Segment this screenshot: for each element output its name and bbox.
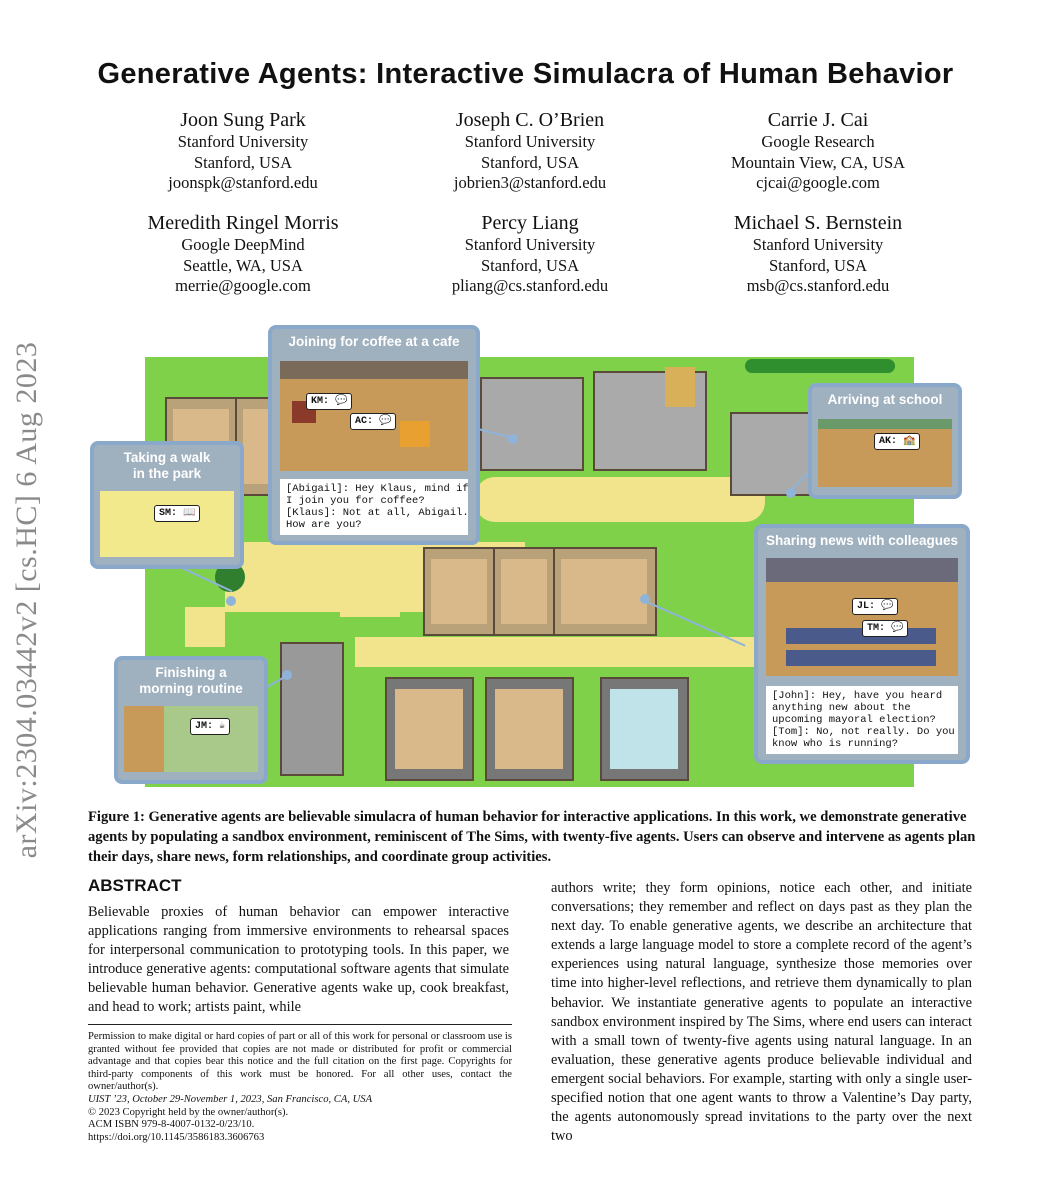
author-name: Percy Liang (481, 212, 579, 234)
footnote-rule (88, 1024, 512, 1025)
agent-bubble: JL: 💬 (852, 598, 899, 615)
author-location: Stanford, USA (480, 255, 580, 275)
author-email: cjcai@google.com (756, 173, 880, 192)
permission-notice: Permission to make digital or hard copie… (88, 1031, 512, 1093)
venue: UIST ’23, October 29-November 1, 2023, S… (88, 1093, 373, 1105)
footnote: Permission to make digital or hard copie… (88, 1031, 512, 1144)
author-name: Carrie J. Cai (767, 109, 869, 131)
abstract-text: authors write; they form opinions, notic… (551, 880, 972, 1145)
author-block: Meredith Ringel Morris Google DeepMind S… (93, 211, 393, 297)
author-name: Meredith Ringel Morris (147, 212, 339, 234)
agent-bubble: TM: 💬 (862, 620, 909, 637)
map-building (280, 642, 344, 776)
agent-bubble: AK: 🏫 (874, 433, 921, 450)
author-location: Stanford, USA (480, 152, 580, 172)
author-block: Percy Liang Stanford University Stanford… (380, 211, 680, 297)
author-affiliation: Stanford University (177, 132, 309, 151)
author-affiliation: Stanford University (464, 132, 596, 151)
author-location: Stanford, USA (768, 255, 868, 275)
abstract-heading: ABSTRACT (88, 876, 182, 895)
location-marker (508, 434, 518, 444)
map-building (485, 677, 574, 781)
doi-link[interactable]: https://doi.org/10.1145/3586183.3606763 (88, 1131, 265, 1143)
map-building (493, 547, 557, 636)
location-marker (786, 488, 796, 498)
location-marker (226, 596, 236, 606)
author-location: Seattle, WA, USA (183, 255, 303, 275)
map-building (553, 547, 657, 636)
author-email: msb@cs.stanford.edu (746, 276, 890, 295)
author-affiliation: Stanford University (464, 235, 596, 254)
arxiv-stamp: arXiv:2304.03442v2 [cs.HC] 6 Aug 2023 (10, 341, 43, 859)
author-affiliation: Google DeepMind (181, 235, 305, 254)
author-email: jobrien3@stanford.edu (453, 173, 607, 192)
map-building (385, 677, 474, 781)
author-block: Joon Sung Park Stanford University Stanf… (93, 108, 393, 194)
map-path (185, 607, 225, 647)
abstract-right-column: authors write; they form opinions, notic… (551, 879, 972, 1146)
author-block: Joseph C. O’Brien Stanford University St… (380, 108, 680, 194)
panel-title: Sharing news with colleagues (765, 533, 959, 548)
author-block: Carrie J. Cai Google Research Mountain V… (668, 108, 968, 194)
panel-news: Sharing news with colleagues JL: 💬 TM: 💬… (754, 524, 970, 764)
author-email: joonspk@stanford.edu (168, 173, 318, 192)
map-trees (745, 359, 895, 373)
paper-title: Generative Agents: Interactive Simulacra… (97, 58, 954, 90)
author-email: pliang@cs.stanford.edu (451, 276, 609, 295)
park-scene (100, 491, 234, 557)
map-building (423, 547, 497, 636)
house-scene (124, 706, 258, 772)
map-building (480, 377, 584, 471)
author-name: Joseph C. O’Brien (455, 109, 605, 131)
abstract-left-column: Believable proxies of human behavior can… (88, 903, 509, 1018)
panel-coffee: Joining for coffee at a cafe KM: 💬 AC: 💬… (268, 325, 480, 545)
agent-bubble: JM: ☕ (190, 718, 231, 735)
figure-caption: Figure 1: Generative agents are believab… (88, 809, 976, 865)
author-block: Michael S. Bernstein Stanford University… (668, 211, 968, 297)
isbn: ACM ISBN 979-8-4007-0132-0/23/10. (88, 1119, 255, 1131)
panel-park: Taking a walk in the park SM: 📖 (90, 441, 244, 569)
author-name: Joon Sung Park (180, 109, 306, 131)
panel-school: Arriving at school AK: 🏫 (808, 383, 962, 499)
dialog-box: [John]: Hey, have you heard anything new… (766, 686, 958, 754)
author-location: Stanford, USA (193, 152, 293, 172)
author-location: Mountain View, CA, USA (730, 152, 906, 172)
panel-title: Arriving at school (827, 392, 943, 407)
map-path (340, 557, 400, 617)
panel-title: Finishing a morning routine (139, 665, 243, 696)
map-building (600, 677, 689, 781)
copyright: © 2023 Copyright held by the owner/autho… (88, 1106, 289, 1118)
location-marker (282, 670, 292, 680)
panel-title: Joining for coffee at a cafe (288, 334, 460, 349)
agent-bubble: KM: 💬 (306, 393, 353, 410)
school-scene (818, 419, 952, 487)
location-marker (640, 594, 650, 604)
author-affiliation: Stanford University (752, 235, 884, 254)
panel-morning: Finishing a morning routine JM: ☕ (114, 656, 268, 784)
author-email: merrie@google.com (175, 276, 311, 295)
agent-bubble: AC: 💬 (350, 413, 397, 430)
author-name: Michael S. Bernstein (733, 212, 903, 234)
abstract-text: Believable proxies of human behavior can… (88, 904, 509, 1016)
dialog-box: [Abigail]: Hey Klaus, mind if I join you… (280, 479, 469, 535)
map-path (475, 477, 765, 522)
agent-bubble: SM: 📖 (154, 505, 201, 522)
map-field (665, 367, 695, 407)
panel-title: Taking a walk in the park (123, 450, 211, 481)
office-scene (766, 558, 958, 676)
author-affiliation: Google Research (761, 132, 875, 151)
